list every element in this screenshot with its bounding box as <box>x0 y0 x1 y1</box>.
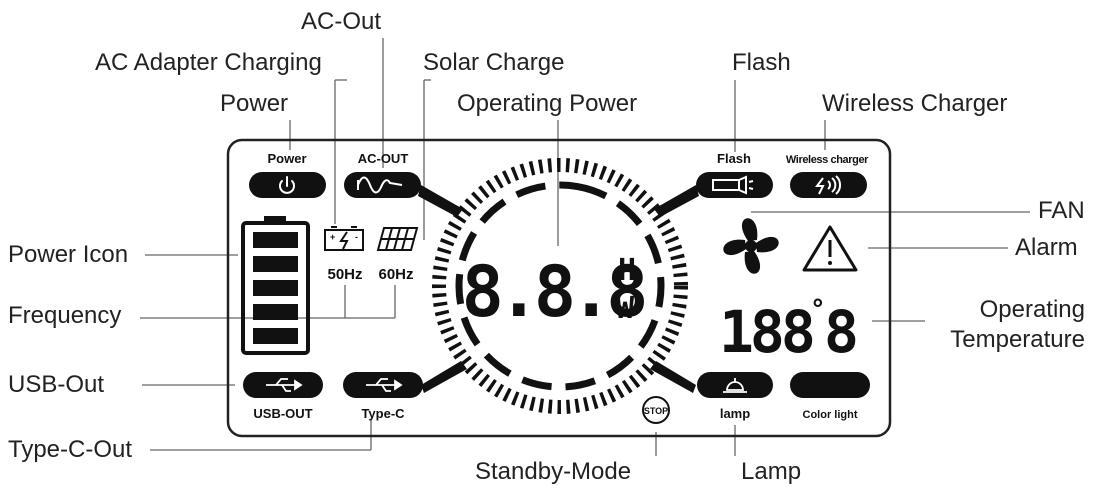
solar-panel-icon <box>376 227 419 251</box>
lcd-panel <box>226 138 892 438</box>
type-c-label: Type-C <box>361 406 405 421</box>
sine-wave-icon <box>357 176 403 194</box>
type-c-pill <box>343 372 423 398</box>
operating-power-digits: 8.8.8 <box>462 251 645 333</box>
type-c-connector <box>421 361 467 393</box>
callout-standby-mode: Standby-Mode <box>475 458 632 485</box>
power-pill <box>249 172 326 198</box>
svg-text:+: + <box>330 232 335 242</box>
lamp-pill <box>697 372 773 398</box>
callout-frequency: Frequency <box>8 302 122 329</box>
wireless-charger-label: Wireless charger <box>786 154 869 166</box>
callout-type-c-out: Type-C-Out <box>8 436 133 463</box>
power-label: Power <box>267 151 306 166</box>
callout-power: Power <box>220 90 289 117</box>
stop-icon: STOP <box>642 396 670 424</box>
hz50-label: 50Hz <box>327 266 362 283</box>
power-icon <box>279 176 295 194</box>
wireless-pill <box>790 172 867 198</box>
lamp-icon <box>723 378 747 393</box>
type-c-usb-icon <box>366 378 403 392</box>
svg-text:-: - <box>355 232 358 242</box>
flash-connector <box>654 185 699 217</box>
hz60-label: 60Hz <box>378 266 413 283</box>
lamp-connector <box>650 361 696 393</box>
callout-lamp: Lamp <box>741 458 802 485</box>
ac-out-pill <box>344 172 421 198</box>
usb-icon <box>266 378 303 392</box>
callout-ac-out: AC-Out <box>301 8 382 35</box>
power-unit-h: H <box>618 253 636 288</box>
callout-wireless-charger: Wireless Charger <box>822 90 1008 117</box>
color-light-pill <box>790 372 870 398</box>
color-light-label: Color light <box>803 409 858 421</box>
callout-operating-temperature-line2: Temperature <box>950 326 1085 353</box>
usb-out-pill <box>243 372 323 398</box>
ac-out-label: AC-OUT <box>358 151 409 166</box>
lamp-label: lamp <box>720 406 750 421</box>
callout-fan: FAN <box>1038 197 1085 224</box>
callout-operating-power: Operating Power <box>457 90 638 117</box>
power-ring <box>432 158 688 414</box>
callout-power-icon: Power Icon <box>8 241 129 268</box>
flashlight-icon <box>712 175 754 195</box>
flash-pill <box>696 172 773 198</box>
usb-out-label: USB-OUT <box>253 406 312 421</box>
fan-icon <box>723 218 779 274</box>
temperature-digits: 188 <box>719 298 813 366</box>
callout-flash: Flash <box>732 49 791 76</box>
callout-alarm: Alarm <box>1015 234 1078 261</box>
callout-ac-adapter-charging: AC Adapter Charging <box>95 49 322 76</box>
callout-usb-out: USB-Out <box>8 371 105 398</box>
battery-icon <box>241 216 310 355</box>
callout-operating-temperature-line1: Operating <box>979 296 1085 323</box>
stop-text: STOP <box>644 406 668 416</box>
ac-connector <box>418 185 463 217</box>
battery-charge-icon: + - <box>324 226 364 251</box>
temperature-degree: ° <box>810 295 826 325</box>
warning-icon <box>802 225 858 272</box>
callout-solar-charge: Solar Charge <box>423 49 565 76</box>
flash-label: Flash <box>717 151 751 166</box>
temperature-unit: 8 <box>824 298 859 366</box>
wireless-charge-icon <box>815 175 842 195</box>
power-unit-w: W <box>616 291 635 326</box>
